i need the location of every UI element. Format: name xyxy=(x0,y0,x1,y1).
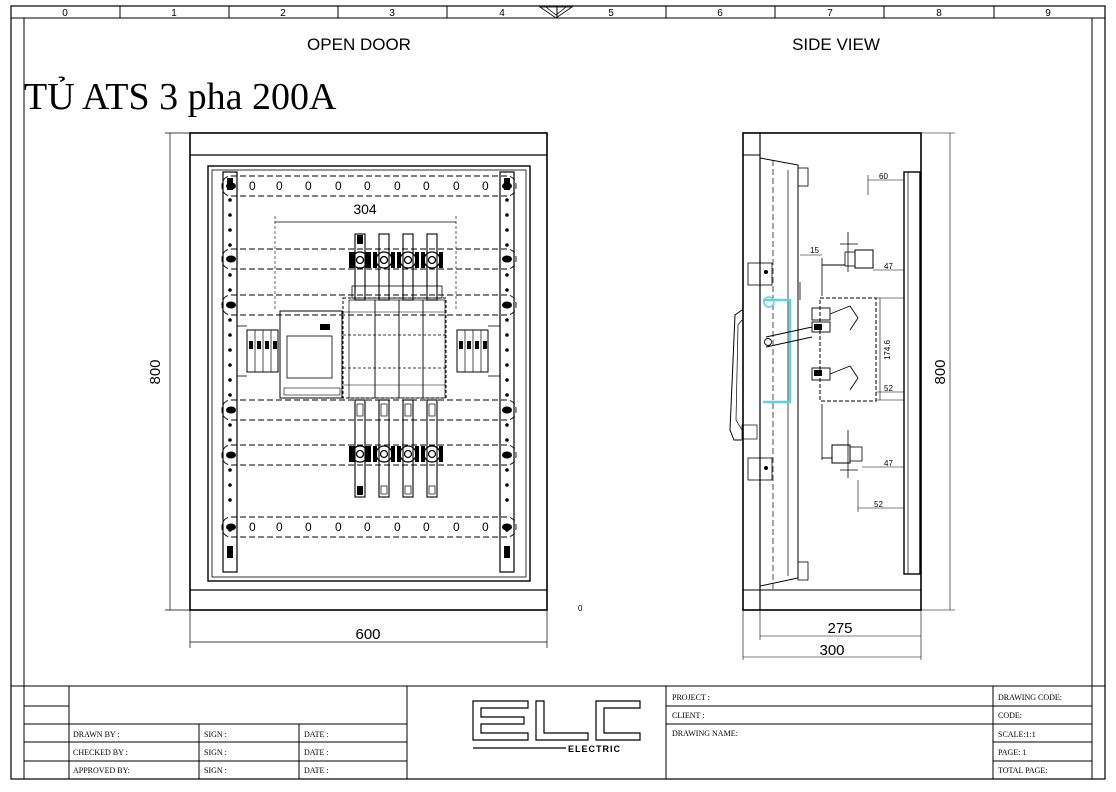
ruler-label: 4 xyxy=(499,8,505,19)
total-page-label: TOTAL PAGE: xyxy=(998,766,1048,775)
busbar-mark: 0 xyxy=(394,179,401,193)
busbar-mark: 0 xyxy=(423,179,430,193)
dim-side-47-top: 47 xyxy=(884,262,893,271)
approved-by-label: APPROVED BY: xyxy=(73,766,130,775)
left-mcb-group xyxy=(246,329,279,373)
right-mcb-group xyxy=(456,329,489,373)
drawing-code-label: DRAWING CODE: xyxy=(998,693,1062,702)
title-block xyxy=(11,685,1105,779)
top-ruler: 0 1 2 3 4 5 6 7 8 9 xyxy=(62,6,1051,19)
front-busbar-marks: 0 0 0 0 0 0 0 0 0 0 0 0 0 0 0 0 0 0 xyxy=(249,179,489,534)
dim-side-60: 60 xyxy=(879,172,888,181)
drawing-name-label: DRAWING NAME: xyxy=(672,729,738,738)
sign-label: SIGN : xyxy=(204,766,227,775)
side-door xyxy=(903,171,921,575)
ruler-label: 6 xyxy=(717,8,723,19)
front-view xyxy=(165,132,548,648)
busbar-mark: 0 xyxy=(249,520,256,534)
date-label: DATE : xyxy=(304,730,329,739)
busbar-mark: 0 xyxy=(305,520,312,534)
ruler-label: 3 xyxy=(389,8,395,19)
client-label: CLIENT : xyxy=(672,711,705,720)
ats-switch-body xyxy=(342,297,447,399)
ruler-label: 1 xyxy=(171,8,177,19)
cabinet-outline xyxy=(189,132,548,611)
date-label: DATE : xyxy=(304,748,329,757)
busbar-mark: 0 xyxy=(394,520,401,534)
dim-front-width: 600 xyxy=(355,626,380,643)
ruler-label: 8 xyxy=(936,8,942,19)
mounting-plate xyxy=(207,165,531,582)
dim-side-275: 275 xyxy=(827,620,852,637)
busbar-mark: 0 xyxy=(249,179,256,193)
busbar-mark: 0 xyxy=(482,179,489,193)
dim-side-300: 300 xyxy=(819,642,844,659)
dim-side-52-bot: 52 xyxy=(874,500,883,509)
ruler-label: 7 xyxy=(827,8,833,19)
scale-label: SCALE:1:1 xyxy=(998,730,1036,739)
bottom-neutral-bar xyxy=(221,516,517,538)
dim-side-47-bot: 47 xyxy=(884,459,893,468)
dim-front-height: 800 xyxy=(147,359,164,384)
dim-side-height: 800 xyxy=(932,359,949,384)
busbar-mark: 0 xyxy=(335,520,342,534)
ats-side-body xyxy=(819,297,877,402)
project-label: PROJECT : xyxy=(672,693,710,702)
sign-label: SIGN : xyxy=(204,748,227,757)
dim-side-15: 15 xyxy=(810,246,819,255)
right-rail xyxy=(499,171,515,573)
sheet-border xyxy=(10,5,1106,780)
logo-subtitle: ELECTRIC xyxy=(568,744,621,754)
busbar-mark: 0 xyxy=(423,520,430,534)
busbar-mark: 0 xyxy=(305,179,312,193)
busbar-mark: 0 xyxy=(453,179,460,193)
busbar-mark: 0 xyxy=(482,520,489,534)
busbar-mark: 0 xyxy=(276,520,283,534)
view-title-open-door: OPEN DOOR xyxy=(307,35,411,54)
drawing-heading: TỦ ATS 3 pha 200A xyxy=(24,75,337,118)
view-title-side-view: SIDE VIEW xyxy=(792,35,880,54)
top-neutral-bar xyxy=(221,175,517,197)
origin-label: 0 xyxy=(578,604,583,613)
ruler-label: 0 xyxy=(62,8,68,19)
dim-breaker-width: 304 xyxy=(353,201,377,217)
busbar-mark: 0 xyxy=(335,179,342,193)
page-label: PAGE: 1 xyxy=(998,748,1026,757)
left-rail xyxy=(222,171,238,573)
side-outline xyxy=(742,132,922,611)
sign-label: SIGN : xyxy=(204,730,227,739)
mounting-bracket-highlight xyxy=(763,298,792,404)
busbar-mark: 0 xyxy=(364,520,371,534)
dim-side-174-6: 174.6 xyxy=(883,339,892,360)
busbar-mark: 0 xyxy=(453,520,460,534)
date-label: DATE : xyxy=(304,766,329,775)
ruler-label: 9 xyxy=(1045,8,1051,19)
door-handle xyxy=(729,309,743,441)
drawn-by-label: DRAWN BY : xyxy=(73,730,120,739)
title-block-text: DRAWN BY : CHECKED BY : APPROVED BY: SIG… xyxy=(73,693,1062,775)
elc-logo-icon xyxy=(472,700,641,749)
ruler-label: 2 xyxy=(280,8,286,19)
side-view xyxy=(729,132,955,660)
dim-side-52-mid: 52 xyxy=(884,384,893,393)
busbar-mark: 0 xyxy=(276,179,283,193)
center-mark-icon xyxy=(538,6,574,19)
ats-controller xyxy=(279,310,343,399)
code-label: CODE: xyxy=(998,711,1022,720)
checked-by-label: CHECKED BY : xyxy=(73,748,128,757)
busbar-mark: 0 xyxy=(364,179,371,193)
ruler-label: 5 xyxy=(608,8,614,19)
